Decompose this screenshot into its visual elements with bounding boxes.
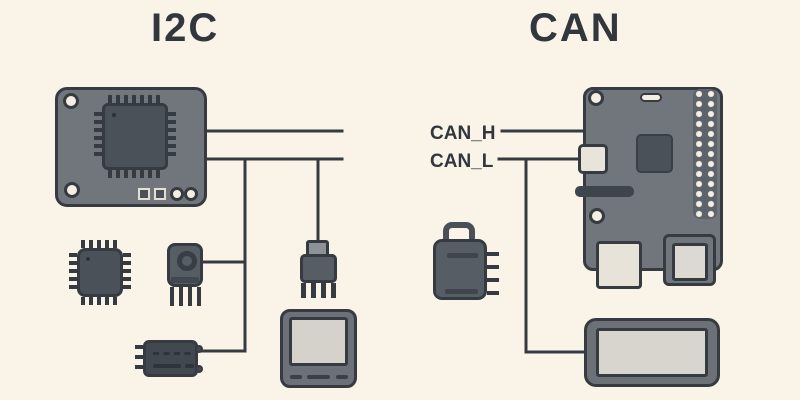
pin1-marker — [112, 113, 116, 117]
ecu-screen — [596, 328, 708, 377]
mcu-chip-icon — [102, 103, 168, 170]
i2c-plug-node — [300, 240, 337, 298]
module-dash — [153, 364, 181, 368]
module-dash — [185, 364, 194, 368]
plug-pins — [301, 283, 336, 298]
soc-chip-icon — [636, 134, 673, 173]
round-pad — [184, 187, 198, 201]
display-screen — [289, 317, 348, 366]
gpio-header-icon — [693, 89, 717, 219]
module-pins — [135, 345, 143, 375]
can-transceiver-node — [433, 222, 499, 300]
chip-pins-bottom — [108, 170, 162, 178]
transceiver-dash — [447, 253, 478, 258]
i2c-master-board — [55, 87, 207, 207]
plug-body — [300, 254, 337, 283]
i2c-module-node — [135, 340, 203, 377]
i2c-display-node — [280, 309, 357, 388]
ethernet-port-icon — [663, 234, 716, 286]
transceiver-pins — [487, 252, 499, 295]
usb-port-icon — [596, 241, 642, 289]
chip-pins-left — [94, 112, 102, 159]
chip-pins-right — [123, 253, 131, 292]
module-nub — [195, 365, 203, 373]
ethernet-opening — [672, 243, 708, 281]
mounting-hole-icon — [589, 208, 605, 224]
mounting-hole-icon — [588, 90, 604, 106]
connector-bar — [575, 186, 634, 197]
can-controller-board — [575, 87, 723, 289]
display-dash — [307, 375, 330, 379]
slot-icon — [640, 93, 662, 102]
can-branch-wire — [524, 157, 587, 354]
can-port-icon — [578, 144, 608, 174]
sensor-lens-icon — [177, 251, 197, 271]
chip-body — [77, 248, 123, 297]
can-title: CAN — [529, 6, 622, 50]
module-body — [143, 340, 203, 377]
transceiver-body — [433, 239, 487, 300]
can-ecu-node — [584, 318, 720, 387]
display-dash — [290, 375, 302, 379]
chip-pins-left — [69, 253, 77, 292]
solder-pad — [138, 188, 150, 200]
chip-pins-right — [168, 112, 176, 159]
i2c-title: I2C — [151, 6, 220, 50]
mounting-hole-icon — [64, 182, 80, 198]
chip-pins-bottom — [81, 297, 119, 305]
solder-pad — [154, 188, 166, 200]
sensor-body — [167, 243, 203, 287]
can-l-label: CAN_L — [430, 151, 494, 172]
transceiver-dash — [445, 289, 478, 294]
module-dots — [153, 352, 193, 355]
can-h-label: CAN_H — [430, 123, 496, 144]
mounting-hole-icon — [63, 93, 79, 109]
i2c-sensor-node — [167, 243, 203, 306]
pin1-marker — [86, 257, 90, 261]
round-pad — [170, 187, 184, 201]
i2c-chip-node — [69, 240, 131, 305]
chip-pins-top — [81, 240, 119, 248]
display-dash — [336, 375, 348, 379]
sensor-band — [171, 277, 199, 283]
module-nub — [195, 345, 203, 353]
chip-pins-top — [108, 95, 162, 103]
sensor-pins — [170, 287, 201, 306]
